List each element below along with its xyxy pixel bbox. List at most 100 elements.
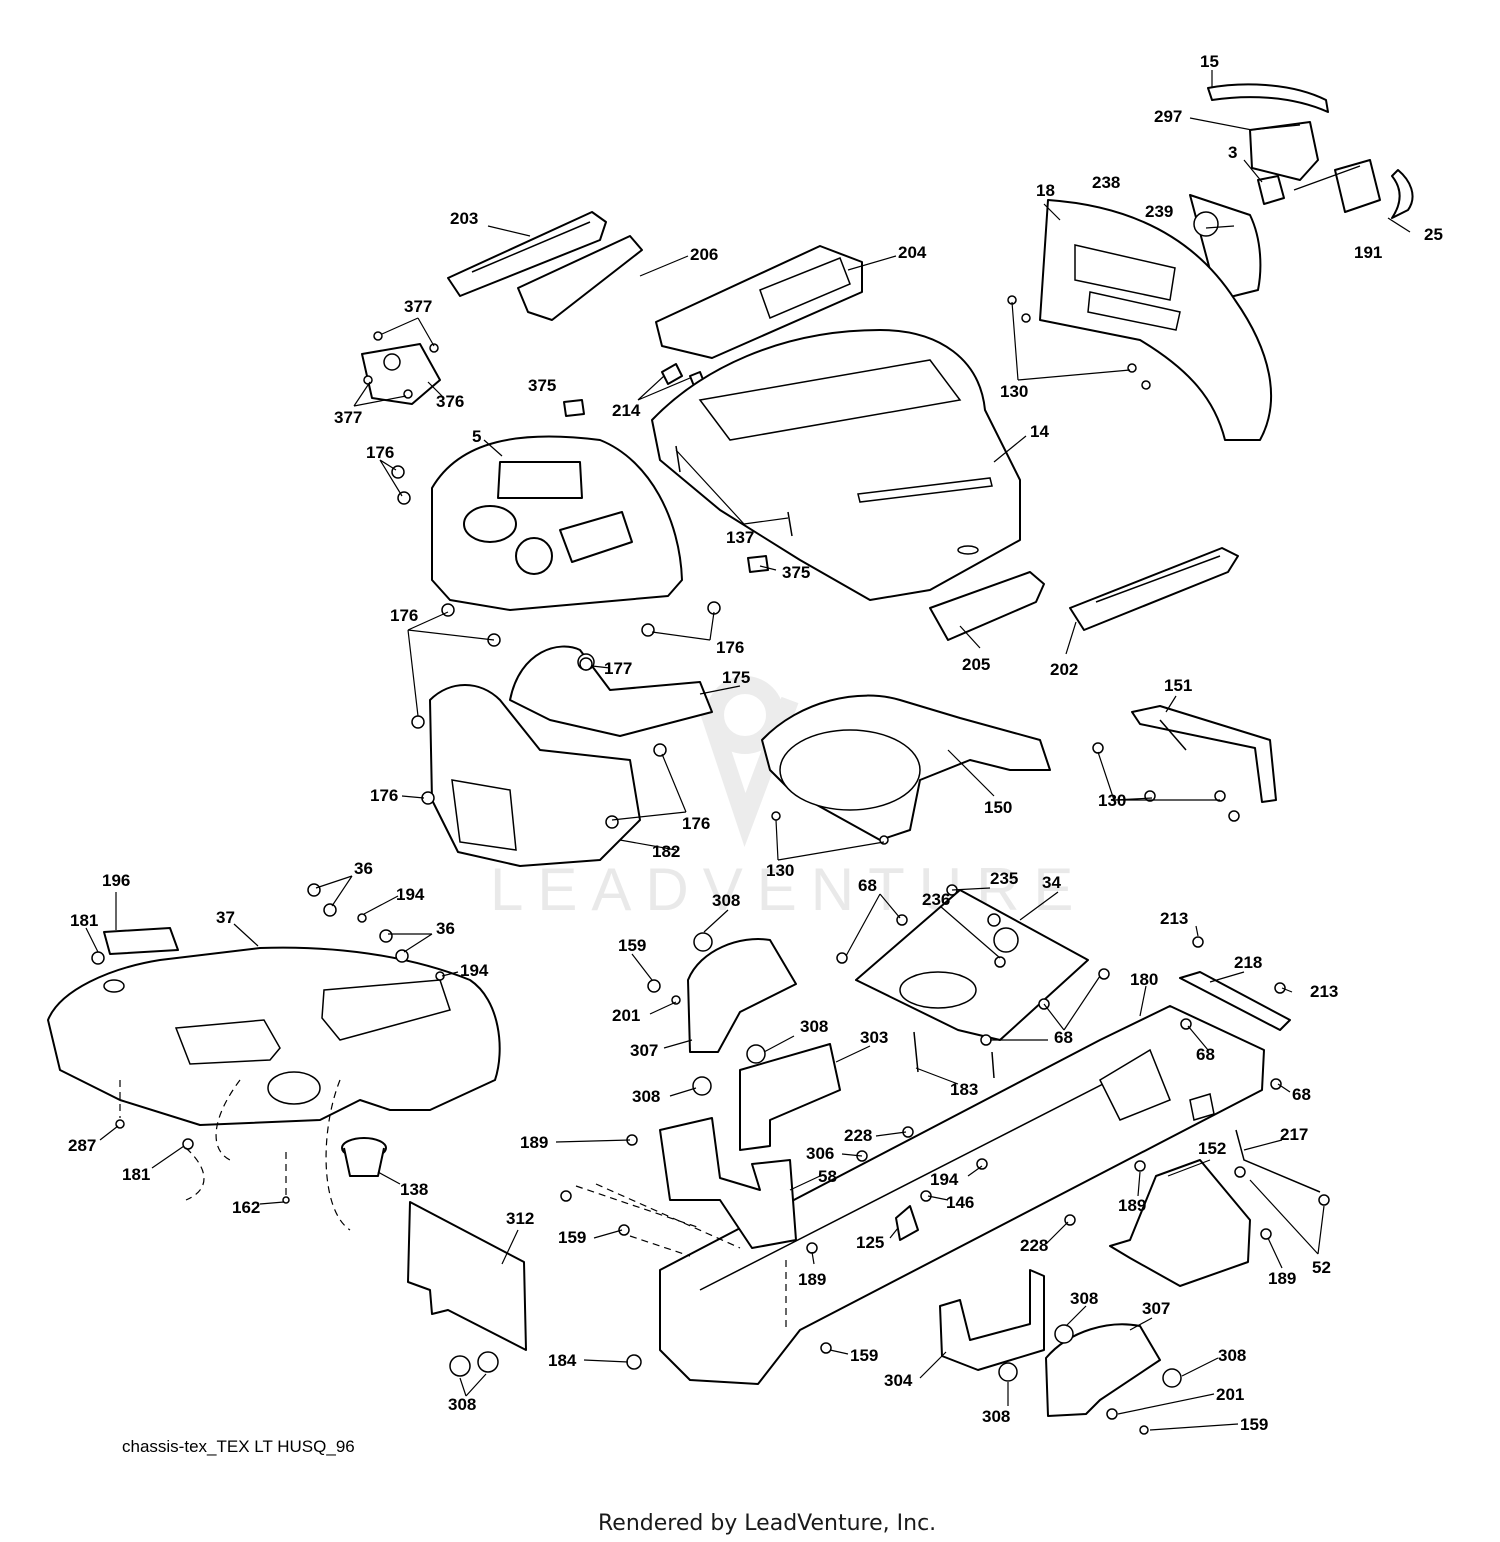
callout-34: 34 — [1042, 873, 1061, 892]
part-15-trim-strip[interactable] — [1207, 83, 1329, 113]
part-205-grille-lower[interactable] — [929, 571, 1045, 641]
callout-239: 239 — [1145, 202, 1173, 221]
callout-68-bracket: 68 — [1196, 1045, 1215, 1064]
callout-194-frame: 194 — [930, 1170, 959, 1189]
callout-228-top: 228 — [844, 1126, 872, 1145]
part-312-plate[interactable] — [407, 1201, 527, 1377]
part-303-bracket[interactable] — [739, 1043, 841, 1151]
part-138-cup-holder[interactable] — [341, 1137, 387, 1177]
part-375-clip-b[interactable] — [747, 555, 769, 573]
fasteners-130-nose[interactable] — [1007, 295, 1151, 390]
callout-58: 58 — [818, 1167, 837, 1186]
callout-307-bottom: 307 — [1142, 1299, 1170, 1318]
callout-308-bottom-mid: 308 — [1070, 1289, 1098, 1308]
leader-lines — [85, 70, 1411, 1431]
callout-3: 3 — [1228, 143, 1237, 162]
fasteners-176-top[interactable] — [391, 465, 721, 637]
nuts-308-bottom[interactable] — [998, 1324, 1182, 1435]
callout-189-left: 189 — [520, 1133, 548, 1152]
part-18-front-nose[interactable] — [1039, 199, 1272, 441]
callout-189-far: 189 — [1268, 1269, 1296, 1288]
callout-36-top: 36 — [354, 859, 373, 878]
callout-180: 180 — [1130, 970, 1158, 989]
callout-235: 235 — [990, 869, 1018, 888]
part-218-bracket[interactable] — [1179, 971, 1291, 1031]
callout-68-right: 68 — [1054, 1028, 1073, 1047]
part-152-cover[interactable] — [1109, 1159, 1251, 1287]
callout-201-bottom: 201 — [1216, 1385, 1244, 1404]
callout-159-top: 159 — [618, 936, 646, 955]
callout-213-top: 213 — [1160, 909, 1188, 928]
callout-130-nose: 130 — [1000, 382, 1028, 401]
fasteners-frame[interactable] — [560, 1126, 1272, 1370]
callout-14: 14 — [1030, 422, 1049, 441]
part-206-side-panel[interactable] — [517, 235, 643, 321]
callout-238: 238 — [1092, 173, 1120, 192]
callout-308-left: 308 — [632, 1087, 660, 1106]
callout-196: 196 — [102, 871, 130, 890]
fasteners-176-lower[interactable] — [411, 633, 667, 829]
part-25-clip[interactable] — [1391, 169, 1414, 219]
callout-205: 205 — [962, 655, 990, 674]
part-297-block[interactable] — [1249, 121, 1319, 181]
callout-377-bottom: 377 — [334, 408, 362, 427]
callout-152: 152 — [1198, 1139, 1226, 1158]
callout-182: 182 — [652, 842, 680, 861]
part-58-bracket[interactable] — [659, 1117, 797, 1249]
part-14-hood[interactable] — [651, 329, 1021, 601]
callout-376: 376 — [436, 392, 464, 411]
part-304-bracket[interactable] — [939, 1269, 1045, 1371]
part-375-clip-a[interactable] — [563, 399, 585, 417]
callout-181-bottom: 181 — [122, 1165, 150, 1184]
part-203-side-grille[interactable] — [447, 211, 607, 297]
callout-304: 304 — [884, 1371, 913, 1390]
part-191-block[interactable] — [1334, 159, 1381, 213]
callout-308-top: 308 — [712, 891, 740, 910]
fasteners-34[interactable] — [836, 884, 1110, 1079]
callout-37: 37 — [216, 908, 235, 927]
callout-228-bottom: 228 — [1020, 1236, 1048, 1255]
part-217-rod[interactable] — [1234, 1129, 1330, 1206]
part-5-dash-panel[interactable] — [431, 435, 683, 611]
part-202-side-grille[interactable] — [1069, 547, 1239, 631]
part-3-badge[interactable] — [1257, 175, 1285, 205]
part-204-vent-cover[interactable] — [655, 245, 863, 359]
callout-213-right: 213 — [1310, 982, 1338, 1001]
callout-176-lower-left: 176 — [370, 786, 398, 805]
part-376-bracket[interactable] — [361, 343, 441, 405]
part-308-nut-c[interactable] — [692, 1076, 712, 1096]
callout-206: 206 — [690, 245, 718, 264]
part-151-bracket[interactable] — [1131, 705, 1277, 803]
part-308-nut-b[interactable] — [746, 1044, 766, 1064]
part-238-grille-frame[interactable] — [1189, 194, 1262, 301]
callout-303: 303 — [860, 1028, 888, 1047]
part-196-decal[interactable] — [103, 927, 179, 955]
callout-203: 203 — [450, 209, 478, 228]
callout-297: 297 — [1154, 107, 1182, 126]
callout-194-mid: 194 — [460, 961, 489, 980]
part-125-bracket[interactable] — [895, 1205, 919, 1241]
callout-52: 52 — [1312, 1258, 1331, 1277]
callout-5: 5 — [472, 427, 481, 446]
part-182-dash-lower[interactable] — [429, 684, 641, 867]
callout-189-bottom: 189 — [798, 1270, 826, 1289]
callout-68-far: 68 — [1292, 1085, 1311, 1104]
callout-194-top: 194 — [396, 885, 425, 904]
part-159-bolt-a[interactable] — [647, 979, 681, 1005]
callout-130-bracket: 130 — [1098, 791, 1126, 810]
callout-236: 236 — [922, 890, 950, 909]
callout-125: 125 — [856, 1233, 884, 1252]
callout-176-right: 176 — [716, 638, 744, 657]
part-308-nut-a[interactable] — [693, 932, 713, 952]
callout-308-plate: 308 — [448, 1395, 476, 1414]
callout-202: 202 — [1050, 660, 1078, 679]
fasteners-130-151[interactable] — [1092, 742, 1240, 822]
part-177-fastener[interactable] — [579, 657, 593, 671]
part-150-tank-support[interactable] — [761, 694, 1051, 841]
part-180-frame-rail[interactable] — [659, 1005, 1265, 1385]
part-307-belt-guard-a[interactable] — [687, 938, 797, 1053]
callout-308-mid: 308 — [800, 1017, 828, 1036]
part-307-belt-guard-b[interactable] — [1045, 1323, 1161, 1417]
part-37-rear-fender[interactable] — [47, 946, 501, 1126]
